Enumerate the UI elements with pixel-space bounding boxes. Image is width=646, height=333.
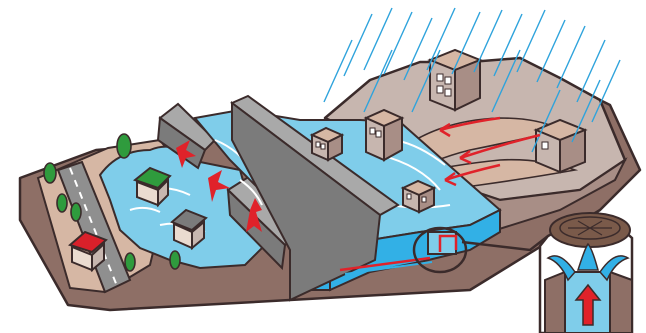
building-small-2 [403,181,434,212]
tree-icon [57,194,67,212]
rain-streak [384,12,412,74]
tree-icon [71,203,81,221]
tree-icon [44,163,56,183]
rain-streak [324,40,352,102]
tree-icon [125,253,135,271]
building-small-1 [312,128,342,160]
building-tall [430,50,480,110]
building-mid [366,110,402,160]
rain-streak [344,14,372,76]
tree-icon [117,134,131,158]
tree-icon [170,251,180,269]
rain-streak [577,40,605,102]
manhole-cover-icon [550,213,630,247]
rain-streak [557,26,585,88]
